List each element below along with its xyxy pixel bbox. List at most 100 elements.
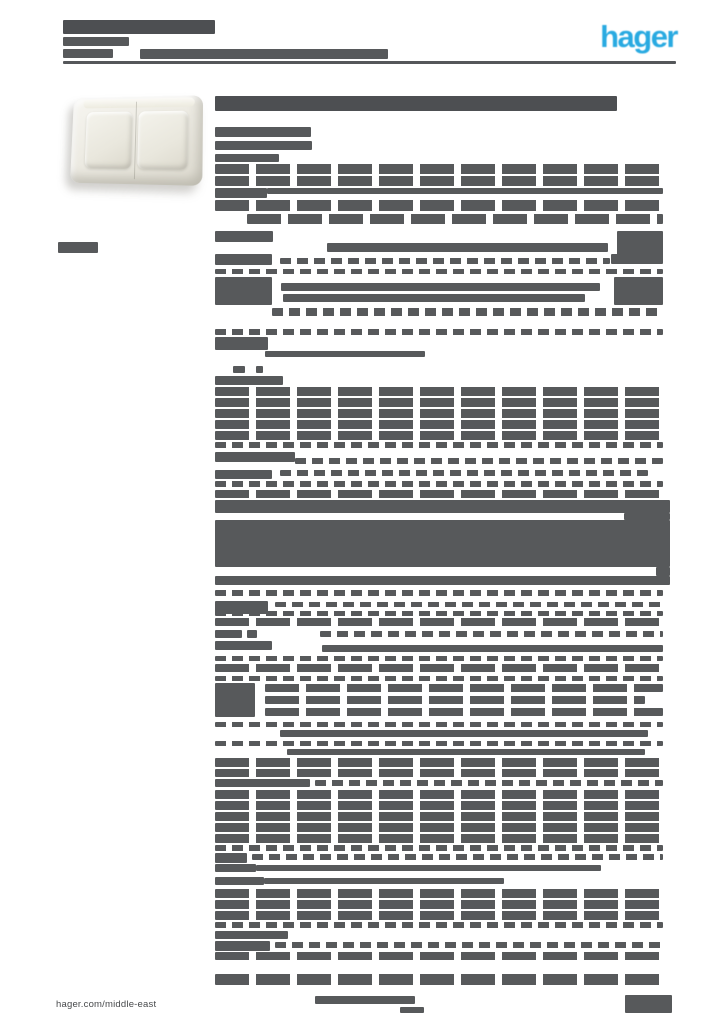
redacted-text-line [215,96,617,111]
redacted-text-line [264,878,504,884]
redacted-text-line [280,470,648,476]
redacted-text-line [265,684,663,692]
redacted-text-line [283,294,585,302]
redacted-text-line [215,941,270,951]
redacted-text-line [140,49,388,59]
product-right-rocker [137,110,189,170]
redacted-text-line [275,942,663,948]
redacted-text-line [58,242,98,253]
redacted-text-line [215,254,272,265]
redacted-text-line [63,20,215,34]
redacted-text-line [63,49,113,58]
redacted-text-line [215,329,663,335]
redacted-text-line [265,696,645,704]
redacted-text-line [215,420,663,429]
redacted-text-line [215,154,279,162]
redacted-text-line [272,308,663,316]
product-center-seam [133,101,138,179]
redacted-text-line [215,387,663,396]
redacted-text-line [265,351,425,357]
redacted-text-line [215,676,663,681]
redacted-text-line [215,900,663,909]
redacted-text-line [215,442,663,448]
redacted-text-line [315,996,415,1004]
redacted-text-line [215,779,310,787]
redacted-text-line [280,258,610,264]
redacted-text-line [215,576,670,585]
redacted-text-line [611,254,663,264]
divider-rule [63,61,676,64]
redacted-text-line [215,231,273,242]
redacted-text-line [215,452,295,462]
redacted-text-line [281,283,600,291]
redacted-text-line [247,630,257,638]
redacted-text-line [267,188,663,194]
redacted-text-line [215,834,663,843]
footer-website-link[interactable]: hager.com/middle-east [56,999,157,1010]
redacted-text-line [617,231,663,258]
redacted-text-line [327,243,608,252]
redacted-text-line [215,911,663,920]
redacted-text-line [275,602,663,607]
redacted-text-line [315,780,663,786]
redacted-text-line [215,164,663,174]
redacted-text-line [215,431,663,440]
redacted-text-line [215,853,247,863]
redacted-text-line [215,500,670,513]
redacted-text-line [215,630,242,638]
redacted-text-line [256,366,263,373]
product-top-face [83,97,195,109]
redacted-text-line [215,470,272,479]
redacted-text-line [624,513,670,520]
redacted-text-line [215,200,663,211]
redacted-text-line [215,141,312,150]
redacted-text-line [233,366,245,373]
redacted-text-line [215,922,663,928]
redacted-text-line [215,376,283,385]
redacted-text-line [215,790,663,799]
redacted-text-line [215,656,663,661]
redacted-text-line [215,877,264,885]
redacted-text-line [295,458,663,464]
redacted-text-line [215,952,663,960]
redacted-text-line [63,37,129,46]
redacted-text-line [215,277,272,305]
redacted-text-line [265,708,663,716]
redacted-text-line [215,641,272,650]
redacted-text-line [215,889,663,898]
product-body [70,95,204,186]
redacted-text-line [215,601,268,614]
redacted-text-line [215,520,670,567]
redacted-text-line [215,722,663,727]
redacted-text-line [215,188,267,198]
redacted-text-line [614,277,663,305]
redacted-text-line [215,683,255,717]
redacted-text-line [215,481,663,487]
redacted-text-line [625,995,672,1013]
redacted-text-line [215,769,663,777]
redacted-text-line [215,611,663,616]
redacted-text-line [215,398,663,407]
redacted-text-line [247,214,663,224]
redacted-text-line [320,631,663,637]
product-photo [62,86,210,192]
redacted-text-line [656,567,670,576]
redacted-text-line [215,845,663,851]
redacted-text-line [215,823,663,832]
redacted-text-line [215,127,311,137]
redacted-text-line [215,176,663,186]
redacted-text-line [215,931,288,939]
redacted-text-line [215,409,663,418]
redacted-text-line [215,664,663,672]
redacted-text-line [215,490,663,498]
redacted-text-line [280,730,648,737]
redacted-text-line [215,741,663,746]
redacted-text-line [256,865,601,871]
redacted-text-line [215,801,663,810]
redacted-text-line [215,590,663,596]
redacted-text-line [215,618,663,626]
redacted-text-line [322,645,663,652]
hager-logo: hager [600,19,678,54]
redacted-text-line [287,749,645,755]
